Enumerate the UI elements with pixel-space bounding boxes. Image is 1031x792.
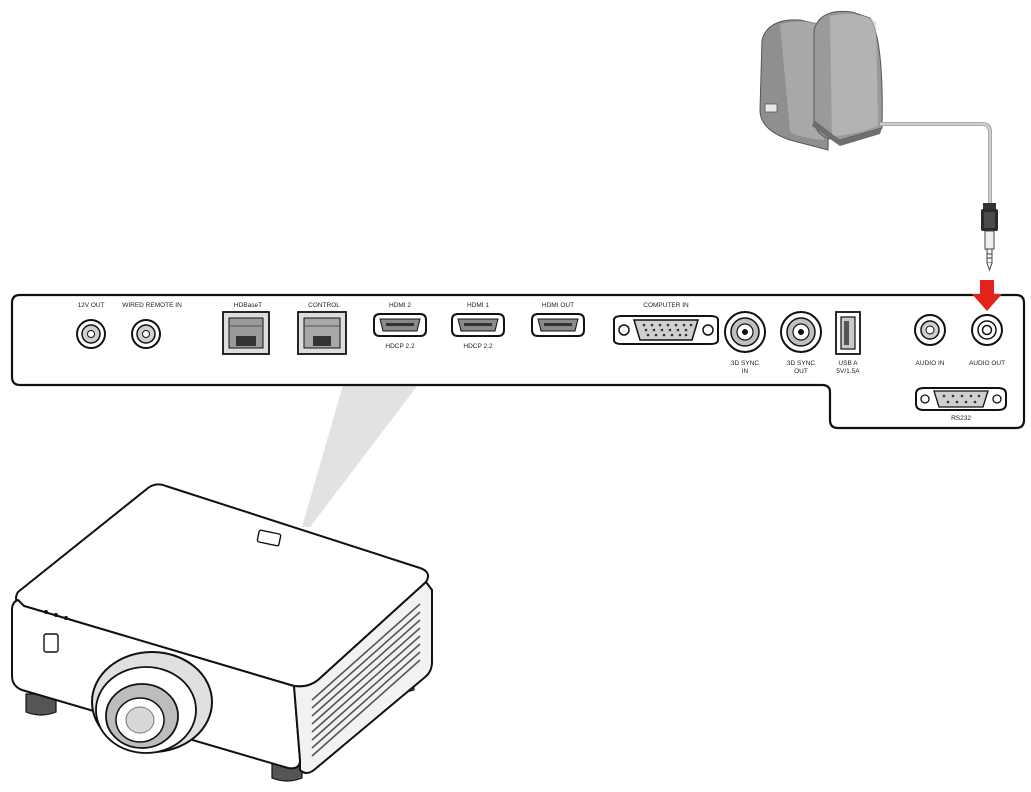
label-hdmi-out: HDMI OUT: [542, 302, 574, 309]
port-hdbaset: [222, 311, 270, 355]
label-hdmi1: HDMI 1: [467, 302, 489, 309]
label-3d-sync-in-2: IN: [742, 368, 749, 375]
label-hdbaset: HDBaseT: [234, 302, 262, 309]
label-wired-remote-in: WIRED REMOTE IN: [122, 302, 182, 309]
label-usb-a-2: 5V/1.5A: [836, 368, 860, 375]
speakers-icon: [759, 10, 883, 151]
label-usb-a-1: USB A: [838, 360, 858, 367]
port-usb-a: [835, 311, 861, 355]
label-control: CONTROL: [308, 302, 340, 309]
label-audio-out: AUDIO OUT: [969, 360, 1005, 367]
label-3d-sync-in-1: 3D SYNC: [731, 360, 759, 367]
label-3d-sync-out-1: 3D SYNC: [787, 360, 815, 367]
port-3d-sync-in: [724, 311, 766, 353]
port-hdmi-out: [531, 313, 585, 337]
label-12v-out: 12V OUT: [77, 302, 104, 309]
label-hdmi1-hdcp: HDCP 2.2: [463, 343, 493, 350]
port-computer-in: [613, 315, 719, 345]
port-hdmi2: [373, 313, 427, 337]
projection-beam: [302, 385, 418, 527]
port-3d-sync-out: [780, 311, 822, 353]
label-rs232: RS232: [951, 415, 971, 422]
io-panel: [10, 293, 1026, 430]
port-12v-out: [76, 319, 106, 349]
label-computer-in: COMPUTER IN: [643, 302, 689, 309]
label-hdmi2-hdcp: HDCP 2.2: [385, 343, 415, 350]
port-hdmi1: [451, 313, 505, 337]
projector-icon: [11, 483, 433, 782]
down-arrow-icon: [972, 280, 1002, 311]
port-rs232: [915, 387, 1007, 411]
port-audio-in: [914, 314, 946, 346]
port-wired-remote-in: [131, 319, 161, 349]
label-hdmi2: HDMI 2: [389, 302, 411, 309]
port-control: [297, 311, 347, 355]
port-audio-out: [971, 314, 1003, 346]
audio-cable-icon: [880, 122, 998, 272]
label-audio-in: AUDIO IN: [916, 360, 945, 367]
label-3d-sync-out-2: OUT: [794, 368, 808, 375]
